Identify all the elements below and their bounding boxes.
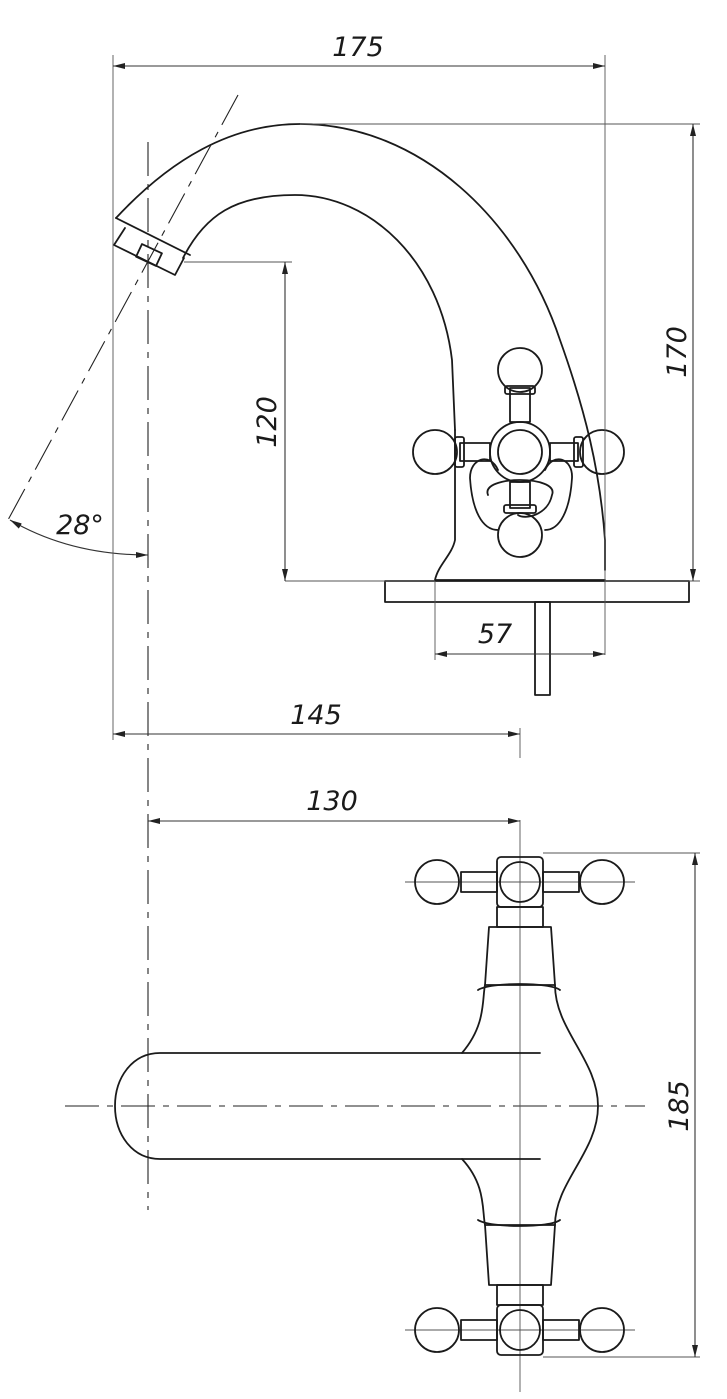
top-handle-upper [405,856,635,928]
dimension-185: 185 [543,852,700,1358]
handle-knob-upper-left [414,859,460,905]
top-spout [114,1052,541,1160]
handle-base-upper [496,906,544,928]
body-medallion [469,458,573,531]
handle-hub-inner [497,429,543,475]
handle-hub-upper [499,861,541,903]
handle-base-lower [496,1284,544,1306]
top-body-contour [461,984,599,1226]
spout-inner-contour [182,194,456,431]
spout-tip [115,217,191,256]
spout-flow-axis [7,94,239,521]
dimension-170: 170 [300,123,700,582]
handle-knob-top [497,347,543,393]
body-ring [486,479,554,518]
dim-label-185: 185 [664,1080,695,1132]
dimension-57: 57 [434,581,605,660]
handle-knob-left [412,429,458,475]
handle-knob-lower-left [414,1307,460,1353]
handle-collar-top [504,385,536,395]
dimension-130: 130 [148,786,520,824]
handle-collar-bottom [503,504,537,514]
spout-outer-contour [115,123,606,571]
handle-hub-outer [489,421,551,483]
cross-handle [412,347,625,558]
handle-collar-right [573,436,584,468]
top-neck-upper [477,926,561,991]
side-view [113,123,690,696]
handle-arm-upper-left [460,871,498,893]
mounting-shank [534,601,551,696]
handle-arm-left [459,442,491,462]
dim-label-145: 145 [290,700,342,731]
dim-label-175: 175 [332,32,384,63]
faucet-body [434,429,606,581]
handle-hub-lower [499,1309,541,1351]
dimension-145: 145 [112,226,521,758]
mounting-plate [384,580,690,603]
handle-arm-upper-right [542,871,580,893]
dim-label-57: 57 [478,619,512,650]
handle-collar-left [454,436,465,468]
top-neck-lower [477,1219,561,1286]
aerator-slot [135,243,163,267]
handle-arm-bottom [509,481,531,509]
top-view [65,820,645,1392]
dimension-120: 120 [184,261,435,582]
handle-arm-top [509,387,531,423]
handle-knob-bottom [497,512,543,558]
handle-arm-lower-right [542,1319,580,1341]
handle-arm-lower-left [460,1319,498,1341]
dim-label-28deg: 28° [56,510,104,541]
handle-arm-right [549,442,579,462]
dim-label-120: 120 [252,396,283,448]
handle-knob-upper-right [579,859,625,905]
handle-knob-lower-right [579,1307,625,1353]
handle-knob-right [579,429,625,475]
dimension-175: 175 [112,32,606,655]
dim-label-130: 130 [306,786,358,817]
top-handle-lower [405,1284,635,1356]
dimension-28-degrees: 28° [9,510,149,558]
dim-label-170: 170 [662,326,693,378]
